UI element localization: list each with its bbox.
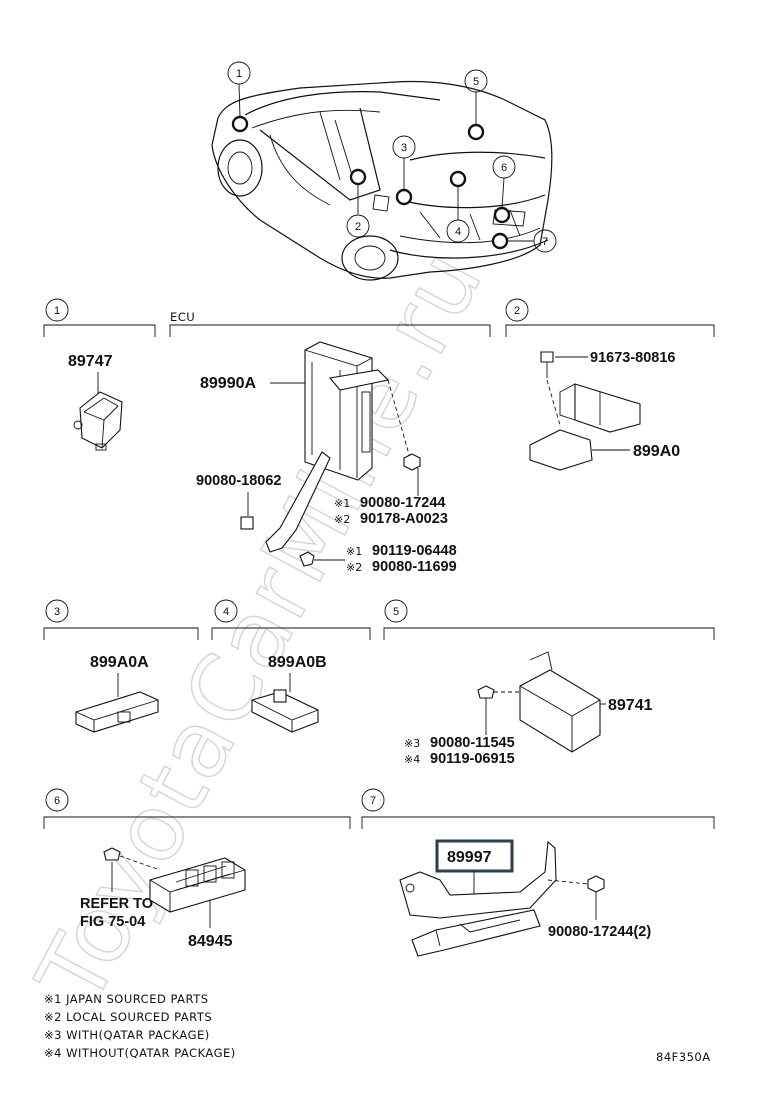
ecu-label: ECU — [170, 310, 195, 324]
section-6: 6 REFER TO FIG 75-04 84945 — [43, 788, 351, 950]
svg-text:2: 2 — [355, 221, 361, 233]
location-ring-4 — [449, 170, 467, 188]
svg-text:4: 4 — [455, 226, 461, 238]
refer-clip-drawing — [103, 847, 121, 861]
callout-3: 3 — [392, 135, 416, 159]
part-91673-80816-drawing — [540, 351, 554, 363]
ecu-nut-drawing — [403, 453, 421, 471]
figure-code: 84F350A — [656, 1050, 711, 1064]
ecu-clip-drawing — [240, 516, 254, 530]
part-number-90178-A0023: 90178-A0023 — [360, 511, 448, 527]
vehicle-illustration: 1 2 3 4 5 6 7 — [211, 61, 557, 281]
part-number-89990A: 89990A — [200, 375, 256, 392]
svg-text:1: 1 — [236, 68, 242, 80]
section-7: 7 89997 90080-17244(2) — [361, 788, 715, 957]
svg-text:6: 6 — [501, 162, 507, 174]
section-ecu: ECU 89990A 90080-18062 ※1 90080-17244 ※2… — [169, 310, 491, 575]
svg-text:※2: ※2 — [334, 513, 350, 526]
callout-7: 7 — [533, 229, 557, 253]
part-89997-drawing — [399, 840, 557, 957]
part-number-90119-06448: 90119-06448 — [372, 543, 457, 559]
svg-text:※1: ※1 — [346, 545, 362, 558]
section-number: 2 — [514, 305, 520, 317]
section-4: 4 899A0B — [211, 599, 371, 733]
callout-6: 6 — [492, 155, 516, 179]
part-89747-drawing — [73, 391, 123, 451]
section-number: 5 — [393, 606, 399, 618]
location-ring-3 — [395, 188, 413, 206]
section-1: 1 89747 — [43, 298, 156, 451]
part-number-89997: 89997 — [447, 849, 492, 866]
part-number-90080-17244-2: 90080-17244(2) — [548, 924, 651, 940]
part-899A0A-drawing — [75, 691, 159, 733]
location-ring-6 — [493, 206, 511, 224]
svg-text:※2: ※2 — [346, 561, 362, 574]
highlight-box — [435, 839, 514, 873]
callout-4: 4 — [446, 219, 470, 243]
part-number-899A0: 899A0 — [633, 443, 680, 460]
part-84945-drawing — [149, 857, 246, 913]
part-number-90080-18062: 90080-18062 — [196, 473, 281, 489]
refer-to-line1: REFER TO — [80, 896, 153, 912]
location-ring-1 — [231, 115, 249, 133]
svg-text:※1: ※1 — [334, 497, 350, 510]
part-899A0B-drawing — [251, 689, 319, 733]
footnote-3: ※3 WITH(QATAR PACKAGE) — [44, 1028, 210, 1042]
refer-to-line2: FIG 75-04 — [80, 914, 145, 930]
section-3: 3 899A0A — [43, 599, 199, 733]
footnotes: ※1 JAPAN SOURCED PARTS ※2 LOCAL SOURCED … — [44, 992, 236, 1060]
part-89990A-drawing — [265, 341, 390, 553]
ecu-bolt-drawing — [299, 551, 315, 567]
section-number: 6 — [54, 795, 60, 807]
svg-text:7: 7 — [542, 236, 548, 248]
svg-text:※3: ※3 — [404, 737, 420, 750]
part-89741-drawing — [519, 651, 601, 753]
section-number: 7 — [370, 795, 376, 807]
part-number-899A0B: 899A0B — [268, 654, 327, 671]
part-number-89747: 89747 — [68, 353, 113, 370]
svg-text:3: 3 — [401, 142, 407, 154]
callout-5: 5 — [464, 69, 488, 93]
section-number: 1 — [54, 305, 60, 317]
part-number-899A0A: 899A0A — [90, 654, 149, 671]
part-899A0-drawing — [529, 383, 641, 471]
part-90080-11545-drawing — [477, 685, 495, 699]
section-2: 2 91673-80816 899A0 — [505, 298, 715, 471]
section-number: 4 — [223, 606, 229, 618]
part-number-89741: 89741 — [608, 697, 653, 714]
section-number: 3 — [54, 606, 60, 618]
part-number-84945: 84945 — [188, 933, 233, 950]
location-ring-5 — [467, 123, 485, 141]
part-number-91673-80816: 91673-80816 — [590, 350, 675, 366]
location-ring-7 — [491, 232, 509, 250]
footnote-4: ※4 WITHOUT(QATAR PACKAGE) — [44, 1046, 236, 1060]
svg-text:5: 5 — [473, 76, 479, 88]
footnote-2: ※2 LOCAL SOURCED PARTS — [44, 1010, 212, 1024]
part-number-90080-17244: 90080-17244 — [360, 495, 445, 511]
section-5: 5 89741 ※3 90080-11545 ※4 90119-06915 — [383, 599, 715, 767]
svg-text:※4: ※4 — [404, 753, 420, 766]
location-ring-2 — [349, 168, 367, 186]
footnote-1: ※1 JAPAN SOURCED PARTS — [44, 992, 209, 1006]
callout-2: 2 — [346, 214, 370, 238]
part-number-90080-11699: 90080-11699 — [372, 559, 457, 575]
part-number-90119-06915: 90119-06915 — [430, 751, 515, 767]
part-number-90080-11545: 90080-11545 — [430, 735, 515, 751]
callout-1: 1 — [227, 61, 251, 85]
part-90080-17244-nut-drawing — [587, 875, 605, 893]
